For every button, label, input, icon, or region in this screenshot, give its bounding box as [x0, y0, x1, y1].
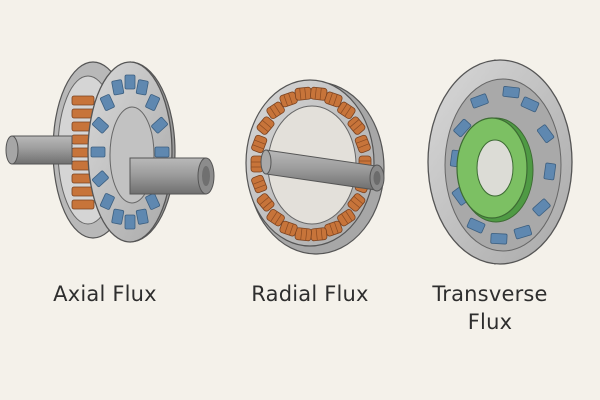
axial-flux-label: Axial Flux: [53, 282, 157, 306]
magnet-block: [466, 217, 486, 234]
copper-coil: [71, 186, 95, 197]
copper-coil: [324, 220, 343, 237]
copper-coil: [354, 134, 371, 154]
magnet-block: [453, 118, 472, 138]
axial-magnet-ring: [90, 74, 170, 230]
radial-shaft: [260, 149, 385, 192]
magnet-block: [532, 198, 551, 217]
axial-front-rotor-disc: [87, 61, 176, 243]
copper-coil: [294, 227, 313, 242]
copper-coil: [294, 86, 313, 101]
transverse-label-line1: Transverse: [432, 282, 548, 306]
magnet-block: [111, 208, 125, 225]
copper-coil: [337, 209, 356, 227]
magnet-block: [124, 74, 136, 90]
axial-shaft: [5, 135, 215, 195]
magnet-block: [135, 79, 149, 96]
transverse-flux-label: Transverse Flux: [400, 280, 580, 336]
magnet-block: [502, 86, 520, 99]
axial-flux-motor: [5, 61, 215, 243]
magnet-block: [470, 93, 489, 109]
magnet-block: [145, 94, 160, 111]
copper-coil: [347, 193, 366, 212]
magnet-block: [490, 232, 508, 245]
magnet-block: [145, 193, 160, 210]
magnet-block: [135, 208, 149, 225]
radial-flux-motor: [245, 79, 385, 255]
magnet-block: [124, 214, 136, 230]
copper-coil: [309, 86, 328, 101]
magnet-block: [111, 79, 125, 96]
copper-coil: [251, 174, 268, 194]
copper-coil: [324, 91, 343, 108]
magnet-block: [543, 162, 557, 181]
copper-coil: [279, 91, 298, 108]
magnet-block: [92, 170, 109, 187]
copper-coil: [266, 209, 285, 227]
magnet-block: [100, 94, 115, 111]
copper-coil: [309, 227, 328, 242]
magnet-block: [520, 96, 540, 113]
copper-coil: [251, 134, 268, 154]
magnet-block: [100, 193, 115, 210]
magnet-block: [154, 146, 170, 158]
copper-coil: [71, 199, 95, 210]
copper-coil: [256, 193, 275, 212]
radial-flux-label: Radial Flux: [251, 282, 369, 306]
magnet-block: [513, 224, 532, 240]
transverse-flux-motor: [427, 59, 573, 265]
magnet-block: [90, 146, 106, 158]
copper-coil: [71, 95, 95, 106]
copper-coil: [256, 116, 275, 135]
copper-coil: [337, 101, 356, 119]
copper-coil: [347, 116, 366, 135]
magnet-block: [537, 124, 555, 143]
magnet-block: [92, 117, 109, 134]
copper-coil: [279, 220, 298, 237]
magnet-block: [151, 117, 168, 134]
transverse-label-line2: Flux: [467, 310, 513, 334]
transverse-green-coil-ring: [456, 117, 534, 223]
